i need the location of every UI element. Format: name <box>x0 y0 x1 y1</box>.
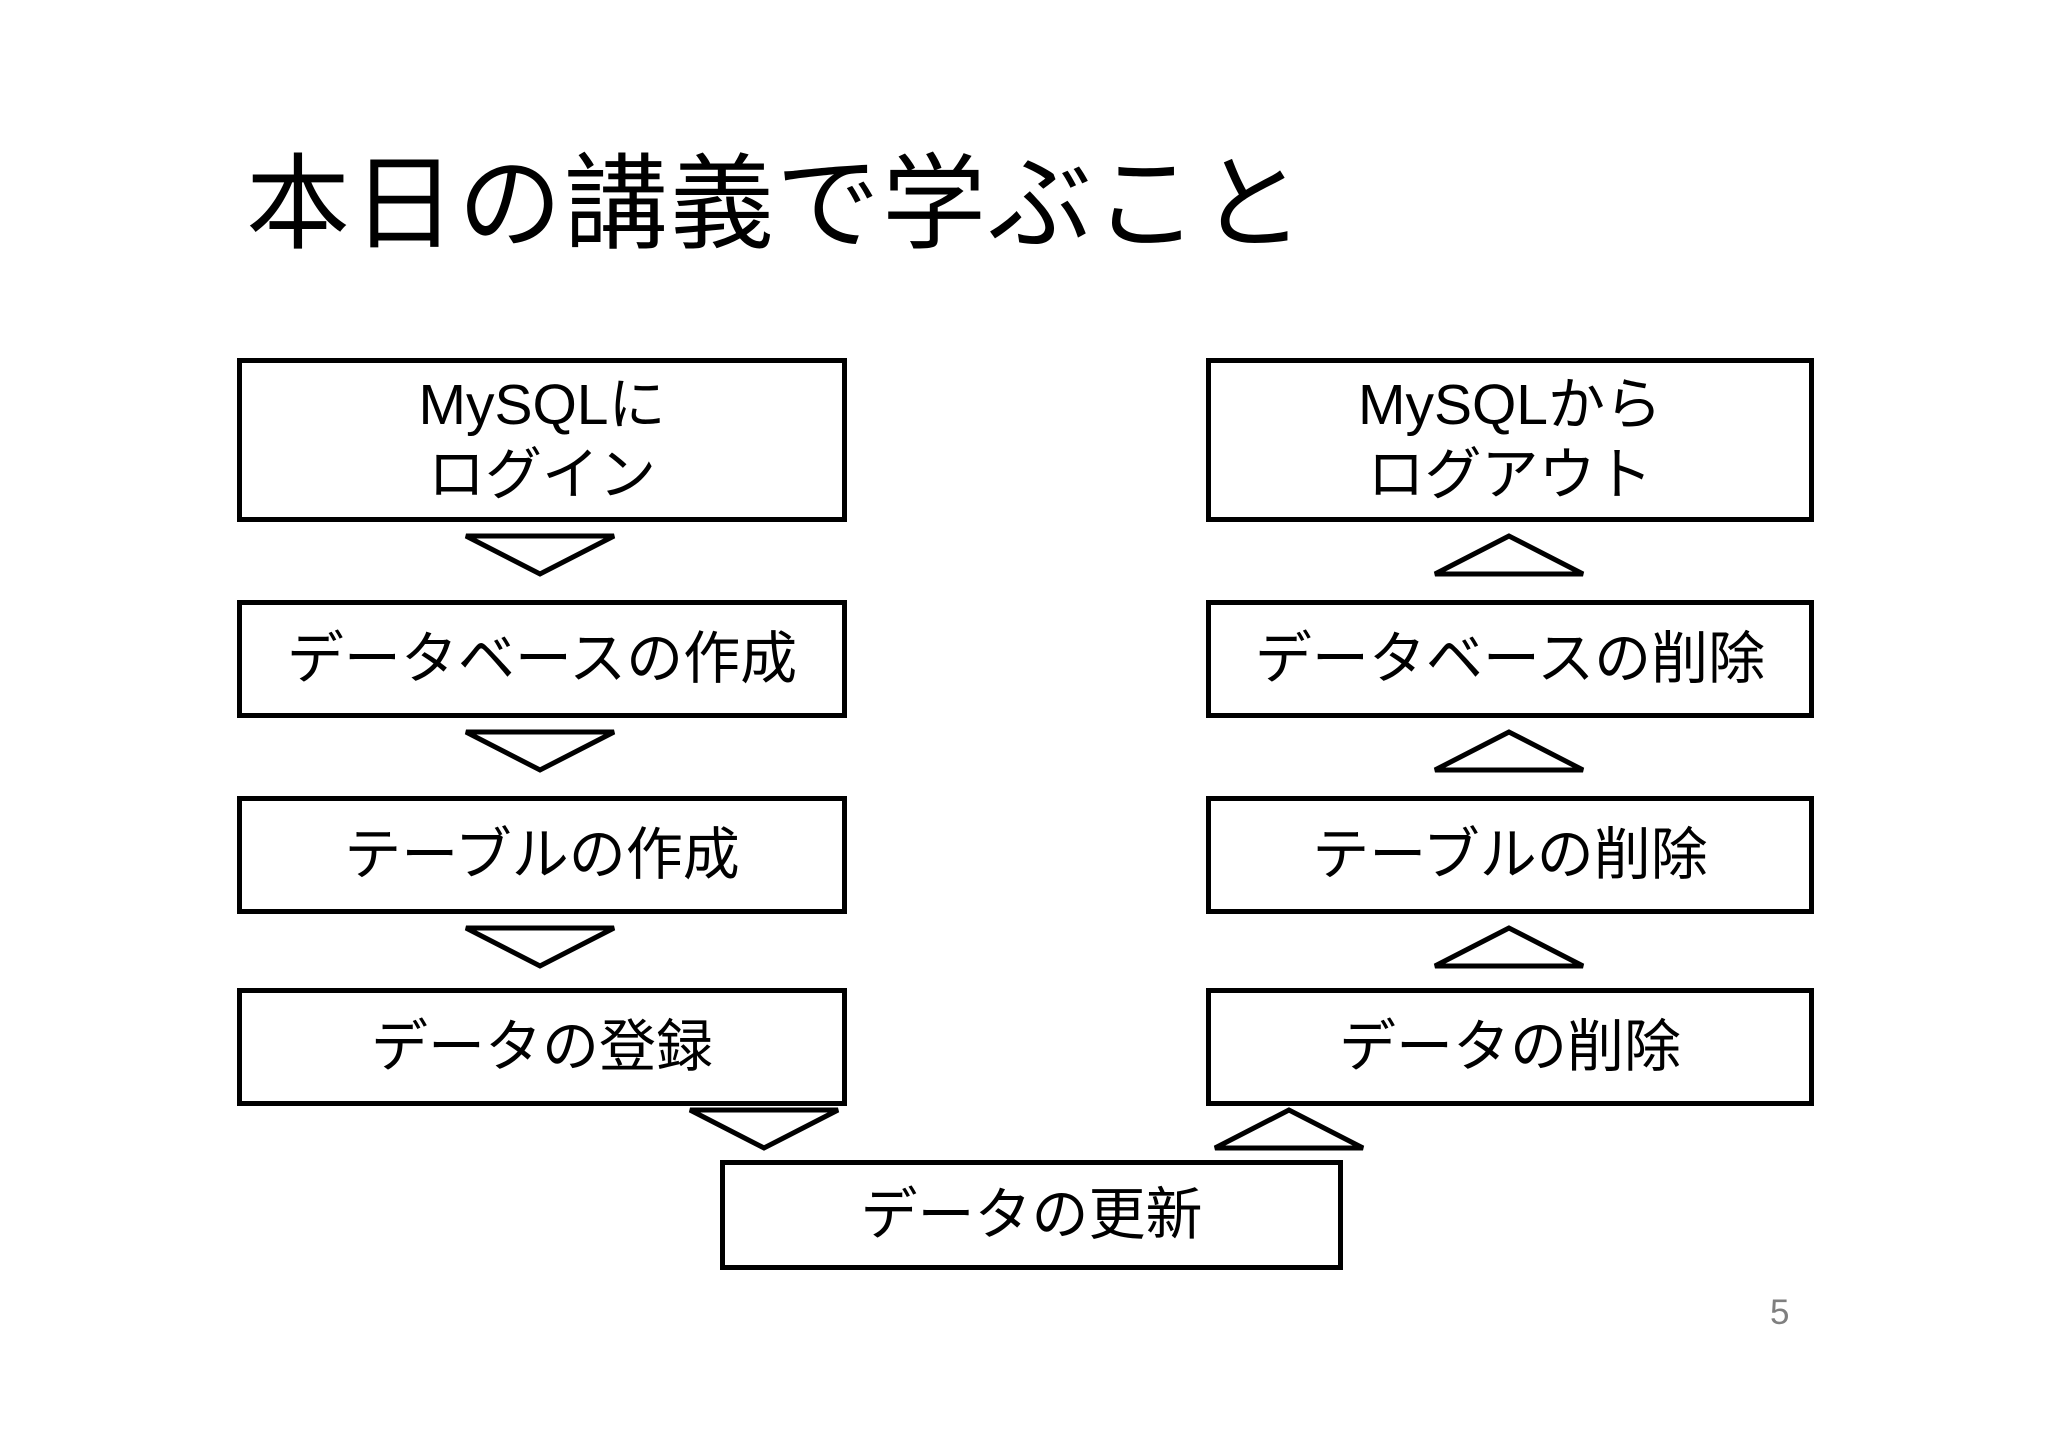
flow-box-line: テーブルの削除 <box>1312 823 1708 887</box>
down-triangle-icon <box>464 925 616 969</box>
flow-box-line: データベースの削除 <box>1254 627 1766 691</box>
flow-box-line: データの登録 <box>371 1015 713 1079</box>
down-triangle-icon <box>688 1107 840 1151</box>
flow-box-create-database: データベースの作成 <box>237 600 847 718</box>
flow-box-create-table: テーブルの作成 <box>237 796 847 914</box>
up-triangle-icon <box>1433 925 1585 969</box>
down-triangle-icon <box>464 729 616 773</box>
flow-box-line: MySQLに <box>418 373 666 437</box>
flow-box-delete-data: データの削除 <box>1206 988 1814 1106</box>
flow-box-line: MySQLから <box>1357 373 1663 437</box>
up-triangle-icon <box>1213 1107 1365 1151</box>
flow-box-line: データの更新 <box>860 1183 1203 1247</box>
flow-box-mysql-login: MySQLに ログイン <box>237 358 847 522</box>
slide-title: 本日の講義で学ぶこと <box>246 147 1307 263</box>
flow-box-update-data: データの更新 <box>720 1160 1343 1270</box>
flow-box-mysql-logout: MySQLから ログアウト <box>1206 358 1814 522</box>
flow-box-insert-data: データの登録 <box>237 988 847 1106</box>
down-triangle-icon <box>464 533 616 577</box>
up-triangle-icon <box>1433 533 1585 577</box>
flow-box-line: ログイン <box>428 443 656 507</box>
page-number: 5 <box>1770 1293 1790 1332</box>
flow-box-line: テーブルの作成 <box>344 823 740 887</box>
flow-box-line: データベースの作成 <box>286 627 798 691</box>
flow-box-line: データの削除 <box>1339 1015 1681 1079</box>
flow-box-delete-database: データベースの削除 <box>1206 600 1814 718</box>
flow-box-line: ログアウト <box>1367 443 1653 507</box>
up-triangle-icon <box>1433 729 1585 773</box>
flow-box-delete-table: テーブルの削除 <box>1206 796 1814 914</box>
